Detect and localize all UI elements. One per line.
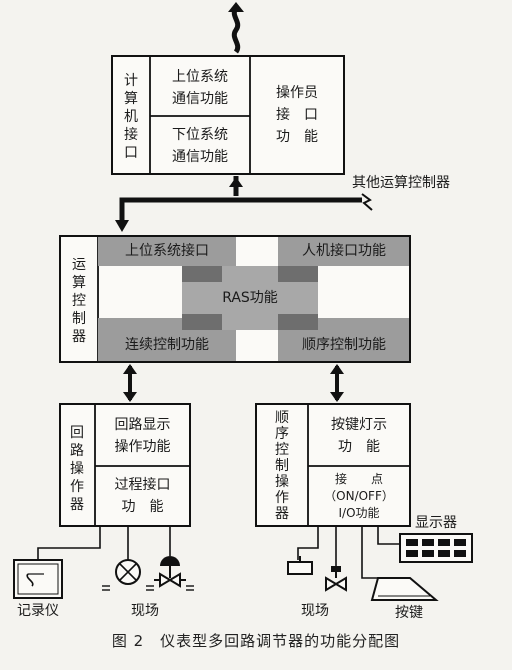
key-light-line1: 按键灯示	[331, 417, 387, 433]
left-double-bars	[102, 585, 194, 591]
upper-comm-line1: 上位系统	[172, 69, 228, 85]
display-panel-icon	[399, 533, 473, 563]
upper-comm-line2: 通信功能	[172, 91, 228, 107]
contacts-line3: I/O功能	[338, 506, 380, 520]
figure-caption: 图 2 仪表型多回路调节器的功能分配图	[111, 632, 401, 650]
upper-system-interface-label: 上位系统接口	[125, 243, 209, 259]
process-interface-line1: 过程接口	[114, 477, 171, 493]
sequence-operator-block	[255, 403, 411, 527]
control-valve-icon	[154, 556, 186, 588]
lower-comm-line1: 下位系统	[172, 127, 228, 143]
operator-interface-line2: 接 口	[276, 107, 318, 123]
operator-interface-line3: 功 能	[276, 129, 318, 145]
top-to-controller-link	[115, 176, 373, 232]
keyboard-icon	[370, 577, 439, 601]
controller-to-operators-links	[123, 364, 344, 402]
solenoid-valve-icon	[325, 566, 347, 592]
continuous-control-label: 连续控制功能	[125, 337, 209, 353]
branch-break-mark	[361, 193, 373, 211]
keys-label: 按键	[395, 605, 423, 621]
loop-operator-title: 回路操作器	[70, 425, 84, 513]
right-field-label: 现场	[301, 603, 329, 619]
display-label: 显示器	[415, 515, 457, 531]
key-light-line2: 功 能	[338, 439, 380, 455]
hmi-function-label: 人机接口功能	[302, 243, 386, 259]
controller-title: 运算控制器	[72, 257, 86, 345]
ras-function-label: RAS功能	[222, 290, 278, 306]
loop-operator-block	[59, 403, 191, 527]
recorder-icon	[13, 559, 63, 599]
loop-display-line2: 操作功能	[114, 439, 171, 455]
other-controllers-label: 其他运算控制器	[352, 175, 450, 191]
left-field-label: 现场	[131, 603, 159, 619]
controller-block	[59, 235, 411, 363]
loop-display-line1: 回路显示	[114, 417, 171, 433]
network-link-wavy	[231, 6, 241, 54]
sequence-control-label: 顺序控制功能	[302, 337, 386, 353]
top-block	[111, 55, 345, 175]
recorder-label: 记录仪	[17, 603, 59, 619]
indicator-lamp-icon	[115, 559, 141, 585]
lower-comm-line2: 通信功能	[172, 149, 228, 165]
operator-interface-line1: 操作员	[276, 85, 318, 101]
switch-contact-icon	[287, 556, 313, 575]
network-arrow-head	[228, 2, 244, 12]
right-field-wiring	[297, 526, 400, 579]
computer-interface-label: 计算机接口	[124, 73, 138, 161]
left-field-wiring	[37, 526, 171, 560]
contacts-line1: 接 点	[334, 472, 383, 486]
process-interface-line2: 功 能	[121, 499, 164, 515]
sequence-operator-title: 顺序控制操作器	[275, 410, 289, 522]
contacts-line2: （ON/OFF）	[324, 489, 394, 503]
